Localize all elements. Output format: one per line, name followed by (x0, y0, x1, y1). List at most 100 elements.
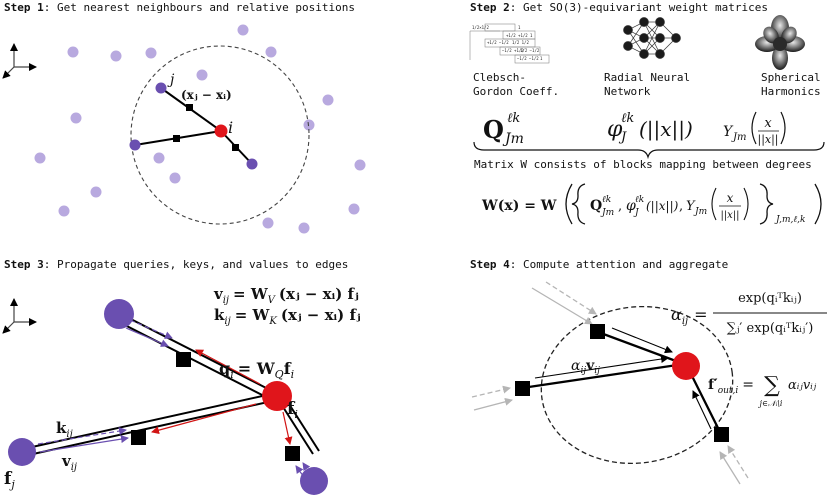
w-y-paren-left (711, 187, 717, 221)
y-paren-right (780, 111, 786, 145)
point (34, 152, 46, 164)
node-j (8, 438, 36, 466)
y-symbol: Y (723, 124, 734, 140)
svg-text:−1/2 +1/2: −1/2 +1/2 (502, 48, 524, 53)
w-frac-num: x (727, 191, 734, 205)
edge-marker (131, 430, 146, 445)
sum-subscript: j∈𝒩ᵢ\i (758, 399, 783, 408)
edge-marker (232, 144, 239, 151)
value-arrow (125, 327, 169, 347)
y-subscript: Jm (731, 132, 747, 143)
key-arrow (37, 427, 127, 445)
alpha-denominator: ∑ⱼ′ exp(qᵢᵀkᵢⱼ′) (727, 321, 814, 336)
q-equation: qi= WQfi (219, 359, 294, 381)
svg-text:1: 1 (518, 25, 521, 30)
svg-text:1: 1 (540, 56, 543, 61)
node-i (672, 352, 700, 380)
incoming-arrow (719, 451, 741, 485)
step4-panel: Step 4: Compute attention and aggregate … (470, 258, 827, 485)
y-frac-denominator: ||x|| (757, 133, 778, 147)
edge-marker (176, 352, 191, 367)
point (262, 217, 274, 229)
neighbour-node (300, 467, 328, 495)
cg-label-line2: Gordon Coeff. (473, 85, 559, 98)
incoming-arrow (531, 287, 593, 325)
edge-marker (173, 135, 180, 142)
step3-panel: Step 3: Propagate queries, keys, and val… (2, 258, 361, 495)
w-paren-left (565, 183, 573, 225)
query-arrow (282, 411, 293, 445)
w-phi-sup: ℓk (635, 195, 644, 205)
neural-network-icon (623, 17, 681, 59)
point (303, 119, 315, 131)
point (196, 69, 208, 81)
step1-heading: Step 1: Get nearest neighbours and relat… (4, 1, 355, 14)
axes-icon (2, 43, 37, 79)
w-comma: , (679, 199, 683, 214)
neighbour-node (104, 299, 134, 329)
point (145, 47, 157, 59)
alpha-lhs: αij= (671, 305, 708, 327)
edge-marker (515, 381, 530, 396)
point (110, 50, 122, 62)
w-set-brace-left (571, 183, 586, 225)
neighbourhood-circle (130, 45, 310, 225)
svg-text:+1/2 −1/2: +1/2 −1/2 (487, 40, 509, 45)
point (58, 205, 70, 217)
v-ij-label: vij (61, 452, 77, 473)
sum-body: αᵢⱼvᵢⱼ (788, 378, 817, 393)
incoming-arrow (727, 445, 749, 479)
point (90, 186, 102, 198)
w-set-subscript: J,m,ℓ,k (774, 215, 805, 225)
sum-symbol: ∑ (764, 373, 780, 398)
point (70, 112, 82, 124)
w-frac-den: ||x|| (720, 210, 739, 221)
svg-text:−1/2 −1/2: −1/2 −1/2 (517, 56, 539, 61)
svg-text:+1/2 +1/2: +1/2 +1/2 (506, 33, 528, 38)
neighbour-node (246, 158, 258, 170)
node-i (262, 381, 292, 411)
svg-text:1/2 −1/2: 1/2 −1/2 (520, 48, 540, 53)
spherical-harmonics-icon (755, 15, 805, 70)
neighbour-node (129, 139, 141, 151)
f-i-label: fi (287, 399, 298, 421)
q-symbol: Q (483, 115, 504, 144)
point (67, 46, 79, 58)
f-j-label: fj (4, 469, 15, 491)
alpha-v-label: αijvij (571, 358, 600, 376)
w-set-brace-right (759, 183, 774, 225)
underbrace (473, 141, 825, 160)
k-equation: kij= WK(xⱼ − xᵢ) fⱼ (214, 306, 361, 327)
step4-edges (521, 330, 723, 435)
message-arrow (611, 327, 673, 354)
query-arrow (195, 349, 261, 385)
node-i (214, 124, 228, 138)
svg-text:1: 1 (530, 33, 533, 38)
aggregation-ellipse (540, 305, 734, 465)
node-j (155, 82, 167, 94)
edge-marker (186, 104, 193, 111)
w-equation-lhs: W(x) = W (481, 198, 557, 214)
y-paren-left (751, 111, 757, 145)
step1-panel: Step 1: Get nearest neighbours and relat… (2, 1, 366, 234)
step2-heading: Step 2: Get SO(3)-equivariant weight mat… (470, 1, 768, 14)
node-i-label: i (228, 118, 233, 137)
w-paren-right (814, 183, 822, 225)
w-y-symbol: Y (686, 199, 696, 214)
f-out-label: f′out,i= (708, 377, 754, 396)
nn-label-line1: Radial Neural (604, 71, 690, 84)
w-phi-sub: J (633, 208, 640, 218)
brace-caption: Matrix W consists of blocks mapping betw… (474, 158, 812, 171)
edge-marker (714, 427, 729, 442)
neighbour-points (34, 24, 366, 234)
w-y-paren-right (743, 187, 749, 221)
w-comma: , (618, 199, 622, 214)
point (298, 222, 310, 234)
message-arrow (534, 355, 669, 379)
svg-text:1/2×1/2: 1/2×1/2 (472, 25, 489, 30)
phi-subscript: J (618, 130, 627, 145)
relative-position-label: (xⱼ − xᵢ) (181, 88, 232, 102)
edge-marker (590, 324, 605, 339)
nn-label-line2: Network (604, 85, 651, 98)
